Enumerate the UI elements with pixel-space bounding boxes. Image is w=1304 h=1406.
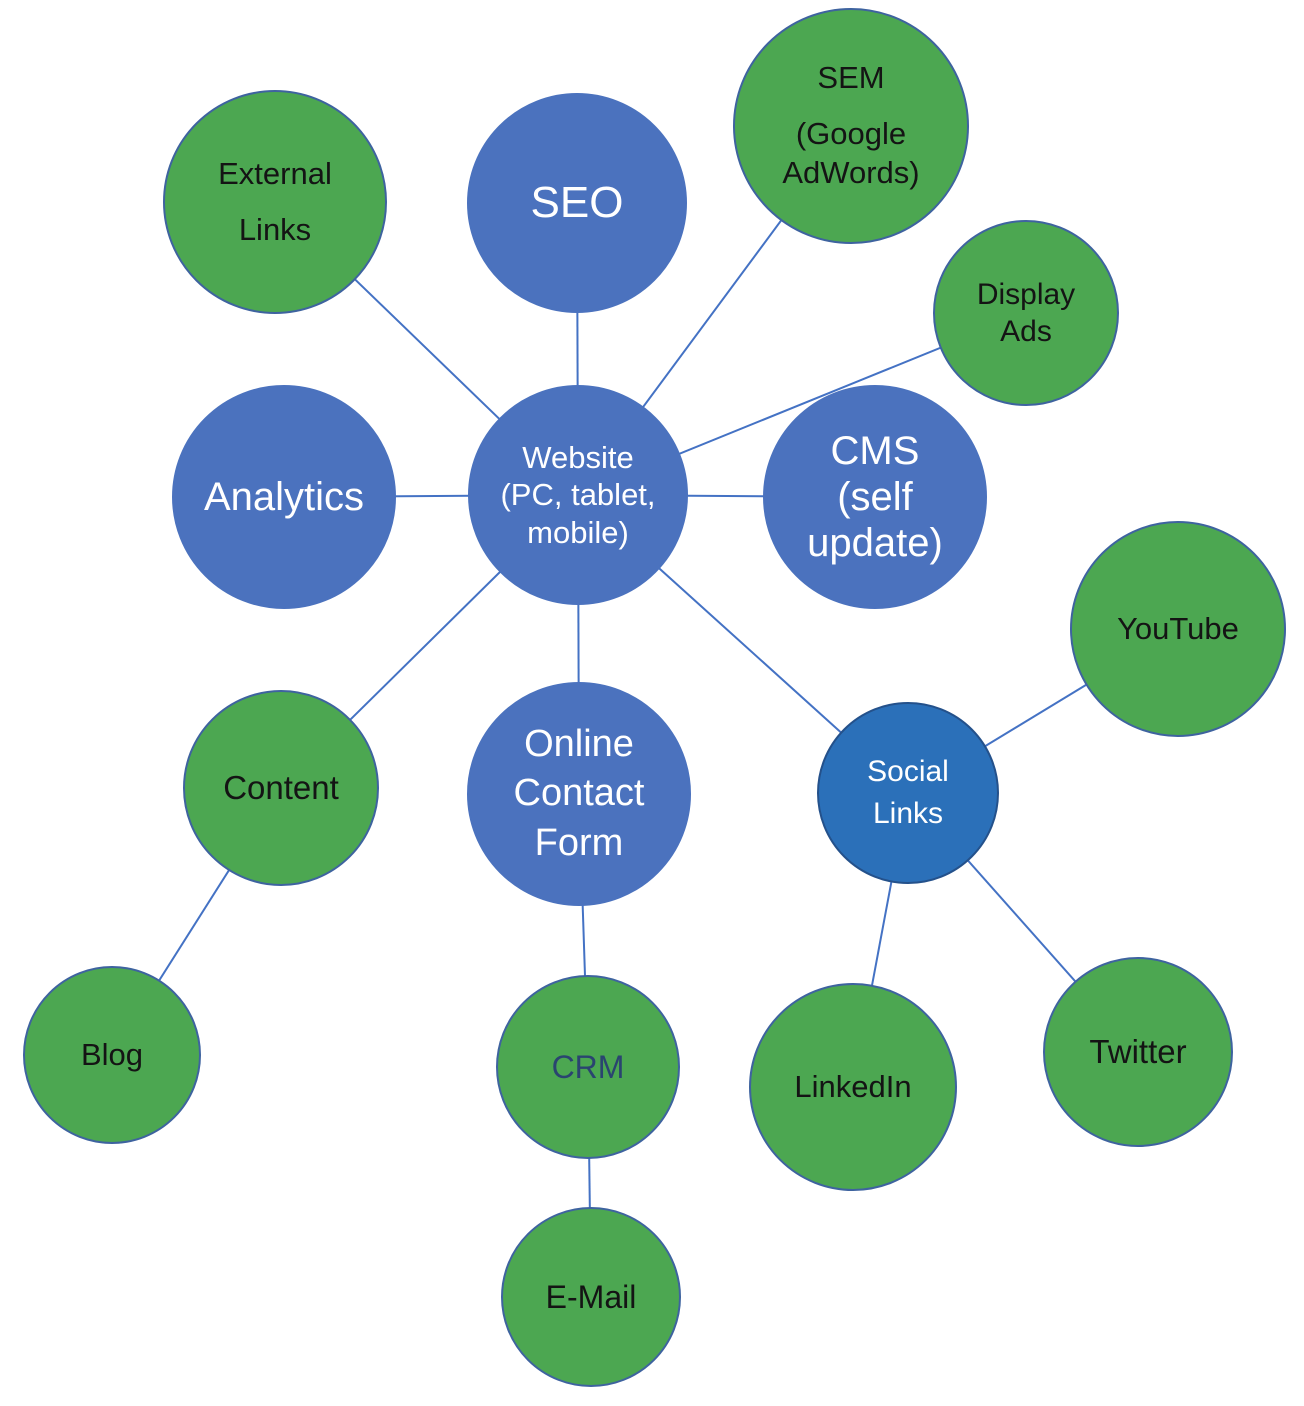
node-label-line: Website	[522, 440, 634, 476]
node-label-line: SEO	[530, 177, 624, 227]
node-label-line: Blog	[80, 1036, 144, 1072]
node-label-line: YouTube	[1117, 610, 1239, 646]
node-seo: SEO	[467, 93, 687, 313]
node-label-line: Links	[872, 797, 944, 830]
node-twitter: Twitter	[1043, 957, 1233, 1147]
node-label-line: Links	[238, 211, 312, 247]
node-label-line: CRM	[551, 1049, 625, 1085]
node-analytics: Analytics	[172, 385, 396, 609]
node-label-line: Analytics	[203, 475, 365, 519]
node-label-line: update)	[807, 521, 943, 565]
node-label-line: Contact	[513, 772, 645, 815]
node-label-line: SEM	[817, 60, 885, 96]
node-label-line: mobile)	[527, 514, 629, 550]
node-label-line: Content	[223, 769, 339, 807]
node-linkedin: LinkedIn	[749, 983, 957, 1191]
node-label-line: (PC, tablet,	[500, 477, 656, 513]
node-label-line: E-Mail	[545, 1279, 637, 1315]
node-label-line: (self	[837, 475, 913, 519]
node-label-line: Form	[534, 821, 624, 864]
node-content: Content	[183, 690, 379, 886]
node-label-line: Online	[524, 722, 634, 765]
node-website: Website(PC, tablet,mobile)	[468, 385, 688, 605]
node-email: E-Mail	[501, 1207, 681, 1387]
node-label-line: Ads	[1000, 315, 1052, 348]
node-label-line: LinkedIn	[794, 1068, 912, 1104]
node-label-line: External	[218, 155, 332, 191]
node-youtube: YouTube	[1070, 521, 1286, 737]
node-label-line: (Google	[795, 116, 907, 152]
node-label-line: CMS	[830, 429, 920, 473]
node-label-line: AdWords)	[782, 154, 920, 190]
node-crm: CRM	[496, 975, 680, 1159]
node-label-line: Twitter	[1089, 1033, 1187, 1071]
node-label-line: Social	[867, 755, 949, 788]
node-label-line: Display	[976, 277, 1076, 311]
node-blog: Blog	[23, 966, 201, 1144]
